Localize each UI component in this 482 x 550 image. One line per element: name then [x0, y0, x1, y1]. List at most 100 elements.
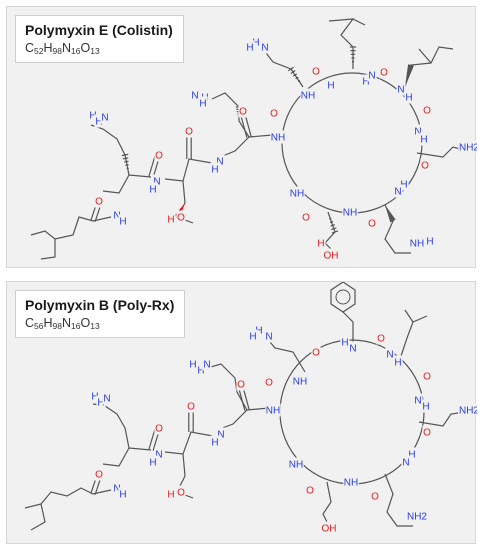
atom-label-bg: [102, 391, 112, 405]
atom-label-h: H: [189, 360, 196, 371]
backbone: [102, 447, 152, 467]
atom-label-bg: [264, 375, 274, 389]
atom-label-o: O: [380, 68, 388, 79]
atom-label-bg: [419, 132, 429, 146]
hash-bond: [329, 217, 332, 220]
hash-bond: [124, 160, 129, 163]
atom-label-bg: [316, 236, 326, 250]
atom-label-h: H: [249, 332, 256, 343]
atom-label-nh: NH: [289, 460, 303, 471]
atom-label-bg: [404, 90, 414, 104]
backbone: [164, 431, 214, 455]
hash-bond: [125, 164, 129, 166]
hash-bond: [121, 153, 129, 157]
backbone: [219, 134, 274, 158]
atom-label-h: H: [420, 135, 427, 146]
atom-label-o: O: [95, 197, 103, 208]
atom-label-o: O: [239, 107, 247, 118]
atom-label-bg: [326, 78, 336, 92]
bond: [240, 115, 248, 138]
side-chain: [352, 18, 366, 26]
wedge-bond: [405, 64, 414, 87]
atom-label-bg: [176, 485, 186, 499]
atom-label-bg: [342, 205, 358, 219]
atom-label-h: H: [408, 450, 415, 461]
atom-label-bg: [413, 393, 423, 407]
atom-label-n: N: [217, 430, 224, 441]
atom-label-n: N: [402, 458, 409, 469]
atom-label-bg: [370, 489, 380, 503]
atom-label-o: O: [177, 488, 185, 499]
atom-label-bg: [100, 110, 110, 124]
atom-label-bg: [311, 64, 321, 78]
hash-bond: [330, 224, 335, 227]
atom-label-bg: [289, 186, 305, 200]
atom-label-h: H: [211, 438, 218, 449]
atom-label-bg: [264, 329, 274, 343]
atom-label-bg: [210, 162, 220, 176]
wedge-bond: [385, 205, 396, 223]
atom-label-o: O: [177, 213, 185, 224]
atom-label-bg: [425, 234, 435, 248]
atom-label-bg: [94, 467, 104, 481]
atom-label-bg: [236, 377, 246, 391]
backbone: [102, 174, 152, 194]
atom-label-bg: [188, 357, 198, 371]
atom-label-h: H: [327, 81, 334, 92]
atom-label-n: N: [113, 211, 120, 222]
atom-label-bg: [118, 487, 128, 501]
atom-label-h: H: [149, 185, 156, 196]
atom-label-n: N: [216, 157, 223, 168]
atom-label-bg: [321, 521, 337, 535]
atom-label-bg: [166, 212, 176, 226]
atom-label-bg: [305, 483, 315, 497]
atom-label-h: H: [394, 358, 401, 369]
atom-label-bg: [393, 184, 403, 198]
atom-label-bg: [367, 216, 377, 230]
atom-label-o: O: [237, 380, 245, 391]
atom-label-bg: [422, 369, 432, 383]
atom-label-bg: [112, 208, 122, 222]
aromatic-circle: [335, 289, 351, 305]
atom-label-n: N: [155, 450, 162, 461]
atom-label-o: O: [312, 67, 320, 78]
fatty-acid-chain: [24, 487, 112, 509]
atom-label-h: H: [149, 458, 156, 469]
atom-label-n: N: [203, 360, 210, 371]
atom-label-o: O: [187, 402, 195, 413]
polymyxin-b-label-box: Polymyxin B (Poly-Rx) C56H98N16O13: [15, 290, 186, 338]
atom-label-n: N: [394, 187, 401, 198]
atom-label-h: H: [362, 77, 369, 88]
atom-label-h: H: [400, 180, 407, 191]
side-chain: [384, 473, 413, 527]
atom-label-h: H: [119, 217, 126, 228]
atom-label-h: H: [95, 117, 102, 128]
molecular-formula: C52H98N16O13: [25, 41, 100, 56]
atom-label-nh2: NH2: [459, 143, 477, 154]
atom-label-o: O: [423, 428, 431, 439]
atom-label-bg: [393, 355, 403, 369]
hash-bond: [292, 73, 298, 77]
atom-label-bg: [154, 148, 164, 162]
atom-label-bg: [251, 35, 261, 49]
atom-label-bg: [196, 363, 206, 377]
atom-label-nh: NH: [271, 133, 285, 144]
atom-label-bg: [300, 88, 316, 102]
atom-label-bg: [154, 421, 164, 435]
atom-label-bg: [176, 210, 186, 224]
side-chain: [328, 18, 355, 69]
atom-label-o: O: [155, 424, 163, 435]
atom-label-bg: [288, 457, 304, 471]
atom-label-o: O: [423, 372, 431, 383]
atom-label-bg: [154, 447, 164, 461]
benzene-ring: [330, 282, 356, 313]
atom-label-bg: [186, 399, 196, 413]
atom-label-bg: [216, 427, 226, 441]
atom-label-n: N: [386, 350, 393, 361]
atom-label-nh: NH: [290, 189, 304, 200]
atom-label-bg: [458, 403, 477, 417]
atom-label-oh: OH: [322, 524, 337, 535]
hash-bond: [297, 79, 301, 83]
hash-bond: [300, 83, 302, 85]
